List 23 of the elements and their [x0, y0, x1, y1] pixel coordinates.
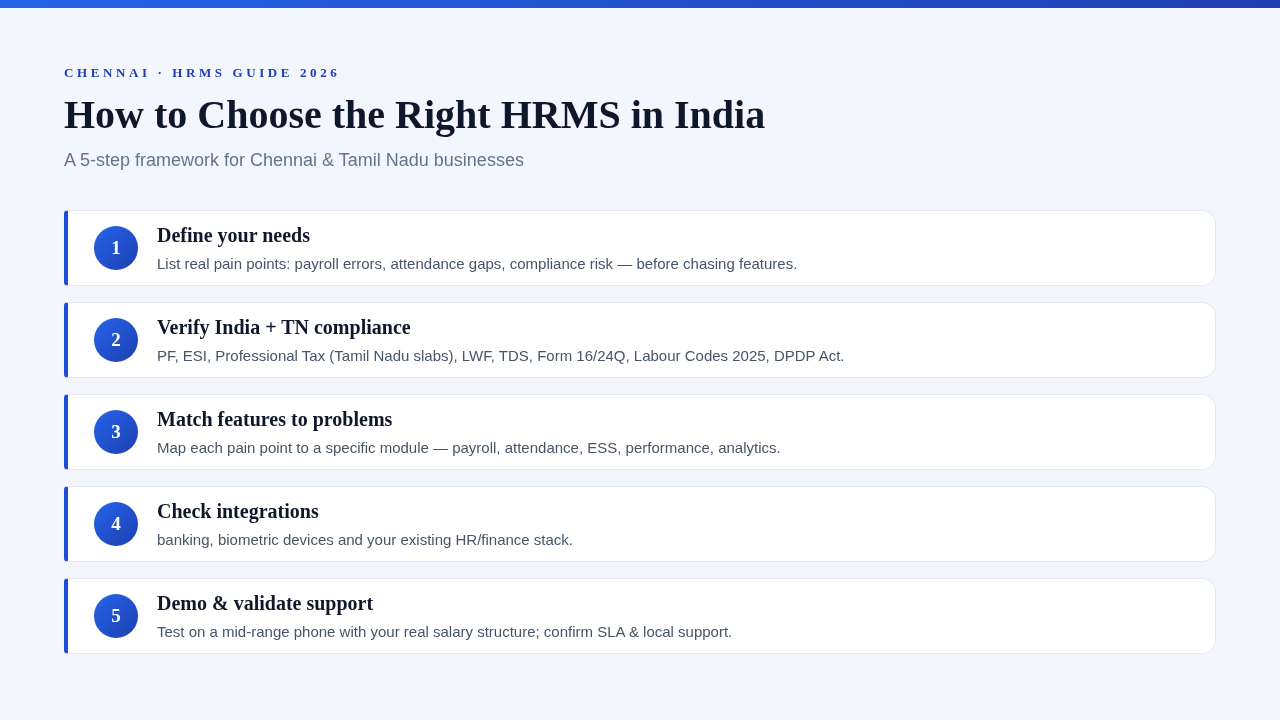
- step-description: PF, ESI, Professional Tax (Tamil Nadu slabs), LWF, TDS, Form 16/24Q, Labour Codes 2025, DPDP Act.: [157, 346, 845, 366]
- kicker-text: CHENNAI · HRMS GUIDE 2026: [64, 65, 341, 81]
- step-number-circle: 2: [94, 318, 138, 362]
- step-description: List real pain points: payroll errors, attendance gaps, compliance risk — before chasing features.: [157, 254, 798, 274]
- step-number-circle: 4: [94, 502, 138, 546]
- step-card: [64, 578, 1216, 654]
- step-card: [64, 210, 1216, 286]
- step-description: Test on a mid-range phone with your real salary structure; confirm SLA & local support.: [157, 622, 733, 642]
- step-title: Match features to problems: [157, 407, 393, 431]
- step-number-circle: 3: [94, 410, 138, 454]
- title: How to Choose the Right HRMS in India: [64, 91, 766, 139]
- step-card: [64, 394, 1216, 470]
- step-title: Check integrations: [157, 499, 319, 523]
- subtitle: A 5-step framework for Chennai & Tamil Nadu businesses: [64, 149, 524, 172]
- step-title: Verify India + TN compliance: [157, 315, 411, 339]
- step-title: Demo & validate support: [157, 591, 374, 615]
- step-description: Map each pain point to a specific module — payroll, attendance, ESS, performance, analytics.: [157, 438, 781, 458]
- step-card: [64, 486, 1216, 562]
- step-title: Define your needs: [157, 223, 310, 247]
- step-number-circle: 5: [94, 594, 138, 638]
- step-number-circle: 1: [94, 226, 138, 270]
- step-description: banking, biometric devices and your existing HR/finance stack.: [157, 530, 574, 550]
- step-card: [64, 302, 1216, 378]
